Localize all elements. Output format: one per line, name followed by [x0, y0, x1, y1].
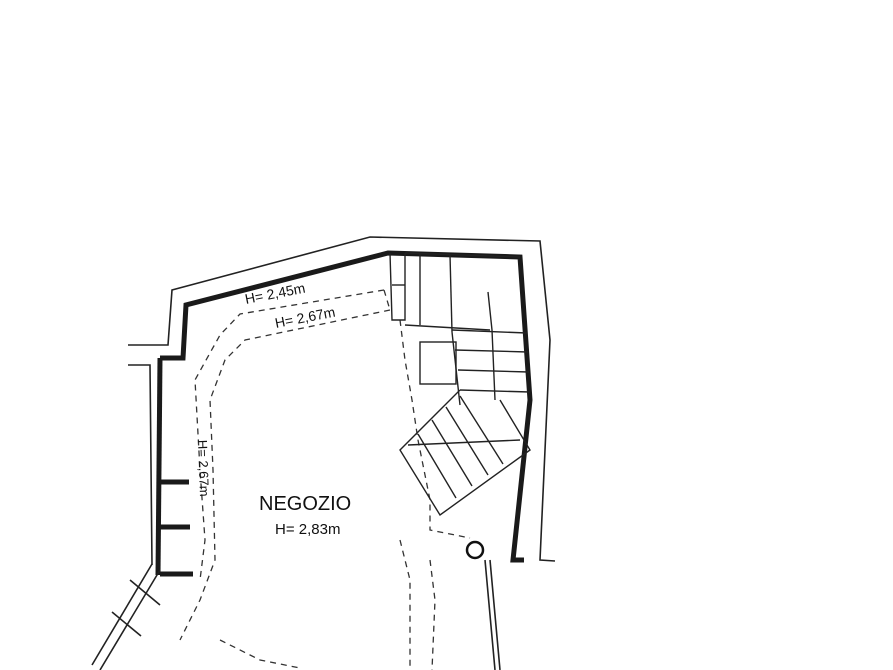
staircase: [389, 252, 531, 517]
room-name: NEGOZIO: [259, 493, 351, 515]
ceiling-height-label-inner: H= 2,67m: [274, 304, 337, 331]
left-wall-openings: [160, 479, 193, 577]
lower-left-entry: [91, 563, 161, 670]
room-height: H= 2,83m: [275, 521, 340, 538]
column: [465, 540, 485, 560]
ceiling-height-label-left: H= 2,67m: [195, 440, 212, 497]
outer-outline: [128, 236, 556, 566]
ceiling-dashed-lines: [179, 289, 471, 670]
right-lower-wall: [484, 559, 501, 670]
